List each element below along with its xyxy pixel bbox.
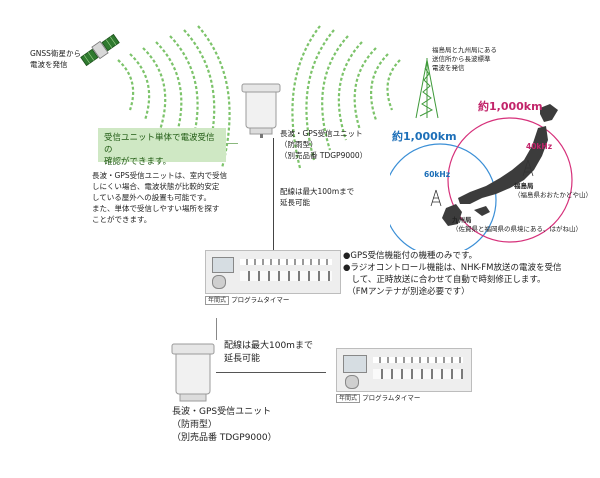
green-note-connector [226, 143, 238, 144]
unit-top-caption: 長波・GPS受信ユニット （防雨型） （別売品番 TDGP9000） [280, 129, 368, 160]
wiring-note-top: 配線は最大100mまで 延長可能 [280, 187, 355, 207]
section-divider [216, 318, 217, 340]
receiver-unit-bottom [171, 343, 215, 402]
unit-bottom-caption: 長波・GPS受信ユニット （防雨型） （別売品番 TDGP9000） [172, 407, 277, 443]
kyushu-coverage-circle [390, 143, 497, 250]
fukushima-tower-icon [522, 159, 534, 177]
single-unit-note: 受信ユニット単体で電波受信の 確認ができます。 [98, 128, 226, 167]
freq-60-label: 60kHz [424, 170, 451, 179]
satellite-label: GNSS衛星から 電波を発信 [30, 49, 81, 69]
fukushima-coverage-circle [447, 117, 573, 243]
program-timer-top [205, 250, 341, 294]
timer-bottom-label: 年間式 プログラムタイマー [336, 394, 420, 403]
satellite-icon [80, 33, 120, 67]
distance-label-fukushima: 約1,000km [478, 100, 543, 113]
japan-coverage-map [390, 104, 573, 250]
japan-silhouette [442, 104, 558, 226]
outdoor-install-note: 長波・GPS受信ユニットは、室内で受信 しにくい場合、電波状態が比較的安定 して… [92, 171, 228, 224]
freq-40-label: 40kHz [526, 142, 553, 151]
distance-label-kyushu: 約1,000km [392, 130, 457, 143]
timer-top-label: 年間式 プログラムタイマー [205, 296, 289, 305]
kyushu-station-label: 九州局 （佐賀県と福岡県の県境にある、はがね山） [452, 216, 582, 233]
receiver-unit-top [241, 83, 281, 138]
fukushima-station-label: 福島局 （福島県おおたかどや山） [514, 182, 592, 199]
wiring-note-bottom: 配線は最大100mまで 延長可能 [224, 341, 313, 364]
station-note: 福島局と九州局にある 送信所から長波標準 電波を発信 [432, 46, 497, 72]
feature-bullets: ●GPS受信機能付の機種のみです。 ●ラジオコントロール機能は、NHK-FM放送… [343, 251, 562, 297]
receiver-cable-top [273, 138, 274, 250]
tower-icon [415, 58, 439, 119]
kyushu-tower-icon [430, 189, 442, 207]
wiring-line-bottom [216, 372, 326, 373]
program-timer-bottom [336, 348, 472, 392]
